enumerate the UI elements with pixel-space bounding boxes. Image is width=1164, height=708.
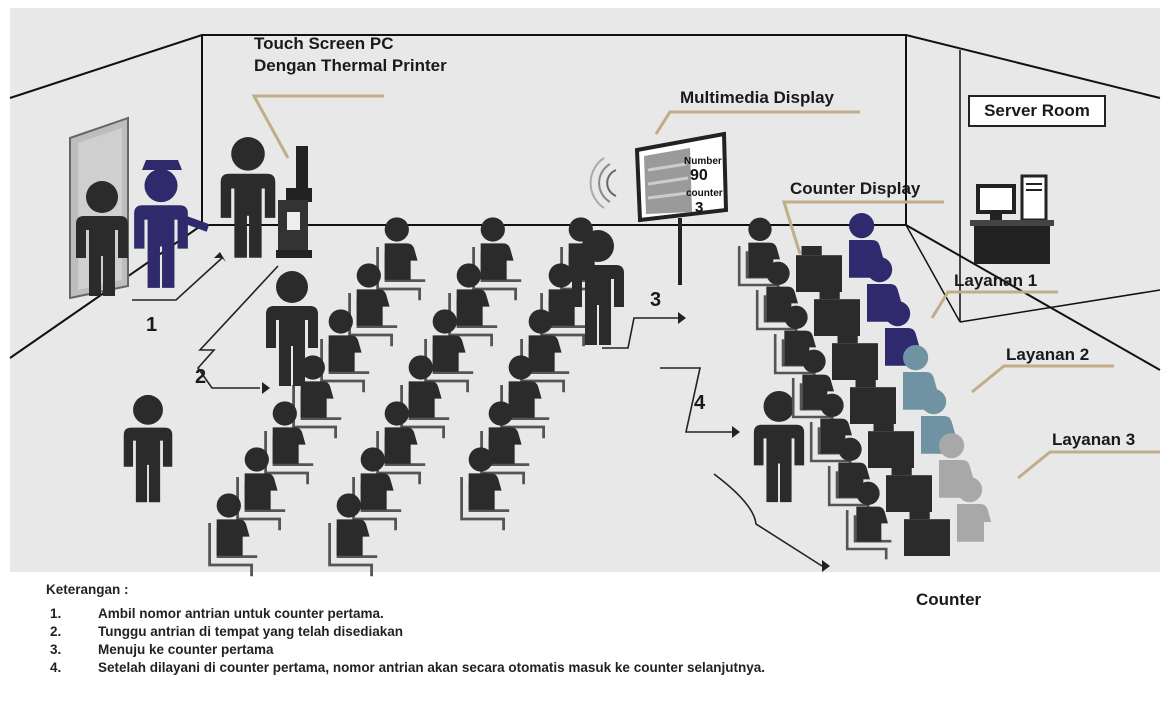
legend-item-number: 1. bbox=[50, 606, 62, 621]
arrow-step-4 bbox=[660, 367, 732, 433]
leader-layanan-3 bbox=[1017, 450, 1160, 480]
legend-item: 2. Tunggu antrian di tempat yang telah d… bbox=[46, 623, 765, 641]
label-layanan-1: Layanan 1 bbox=[954, 271, 1038, 290]
display-counter-value: 3 bbox=[695, 199, 703, 216]
label-touch-screen: Touch Screen PC bbox=[254, 34, 394, 53]
label-server-room: Server Room bbox=[968, 95, 1106, 127]
label-layanan-2: Layanan 2 bbox=[1006, 345, 1090, 364]
leader-multimedia bbox=[654, 110, 860, 135]
arrow-step-1 bbox=[132, 257, 223, 301]
legend-item-text: Menuju ke counter pertama bbox=[98, 642, 274, 657]
arrow-step-2 bbox=[196, 265, 279, 389]
label-counter-display: Counter Display bbox=[790, 179, 921, 198]
label-layanan-3: Layanan 3 bbox=[1052, 430, 1136, 449]
server-tower-icon bbox=[1020, 174, 1048, 222]
step-3-number: 3 bbox=[650, 289, 662, 311]
display-counter-label: counter bbox=[686, 188, 723, 199]
legend-item: 4. Setelah dilayani di counter pertama, … bbox=[46, 659, 765, 677]
label-multimedia-display: Multimedia Display bbox=[680, 88, 834, 107]
legend-item-number: 4. bbox=[50, 660, 62, 675]
legend-item: 3. Menuju ke counter pertama bbox=[46, 641, 765, 659]
display-number-value: 90 bbox=[690, 167, 708, 184]
step-4-number: 4 bbox=[694, 392, 706, 414]
security-guard bbox=[134, 160, 210, 288]
legend-item-text: Setelah dilayani di counter pertama, nom… bbox=[98, 660, 765, 675]
step-1-number: 1 bbox=[146, 314, 158, 336]
legend-item-text: Tunggu antrian di tempat yang telah dise… bbox=[98, 624, 404, 639]
arrow-step-3 bbox=[602, 317, 678, 349]
display-number-label: Number bbox=[684, 156, 722, 167]
leader-layanan-1 bbox=[930, 290, 1058, 319]
leader-counter-display bbox=[781, 200, 944, 255]
legend-item-number: 3. bbox=[50, 642, 62, 657]
multimedia-display: Number 90 counter 3 bbox=[589, 131, 729, 285]
legend-item-text: Ambil nomor antrian untuk counter pertam… bbox=[98, 606, 384, 621]
arrow-to-counter bbox=[713, 473, 823, 567]
legend-item-number: 2. bbox=[50, 624, 62, 639]
label-thermal-printer: Dengan Thermal Printer bbox=[254, 56, 447, 75]
monitor-icon bbox=[976, 184, 1016, 214]
legend-item: 1. Ambil nomor antrian untuk counter per… bbox=[46, 605, 765, 623]
leader-touch-screen bbox=[251, 94, 384, 159]
label-counter: Counter bbox=[916, 590, 982, 609]
legend: Keterangan : 1. Ambil nomor antrian untu… bbox=[46, 582, 765, 677]
leader-layanan-2 bbox=[971, 364, 1114, 394]
leader-lines bbox=[251, 94, 1160, 480]
flow-arrows bbox=[132, 252, 830, 572]
step-2-number: 2 bbox=[195, 366, 207, 388]
speaker-wave-icon bbox=[606, 169, 617, 197]
server-desk bbox=[974, 224, 1050, 264]
legend-title: Keterangan : bbox=[46, 582, 129, 597]
touch-screen-kiosk bbox=[276, 146, 312, 258]
server-equipment bbox=[970, 174, 1054, 264]
